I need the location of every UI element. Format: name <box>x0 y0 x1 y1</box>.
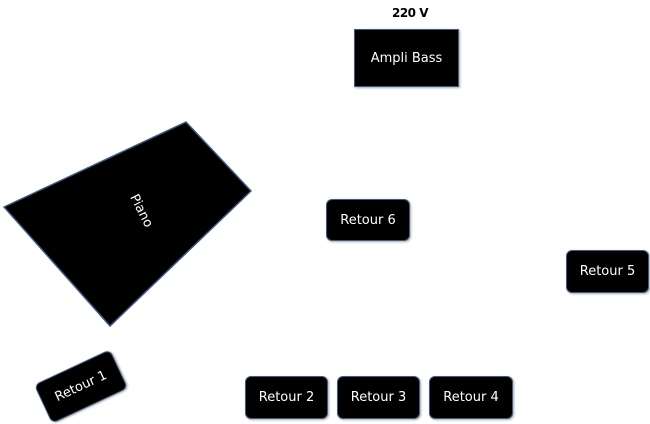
bass-amp-box: Ampli Bass <box>354 29 459 87</box>
monitor-retour-4: Retour 4 <box>429 376 513 419</box>
monitor-retour-6: Retour 6 <box>326 199 410 241</box>
monitor-retour-2: Retour 2 <box>245 376 328 419</box>
monitor-retour-5: Retour 5 <box>566 250 649 293</box>
power-outlet-label: 220 V <box>391 6 429 20</box>
monitor-label: Retour 2 <box>258 390 315 405</box>
monitor-label: Retour 6 <box>340 212 396 228</box>
bass-amp-label: Ampli Bass <box>370 50 443 66</box>
monitor-label: Retour 1 <box>52 367 110 406</box>
monitor-label: Retour 4 <box>443 390 499 405</box>
monitor-label: Retour 3 <box>350 390 407 405</box>
monitor-label: Retour 5 <box>579 264 636 279</box>
piano-body <box>2 121 253 328</box>
monitor-retour-3: Retour 3 <box>337 376 420 419</box>
